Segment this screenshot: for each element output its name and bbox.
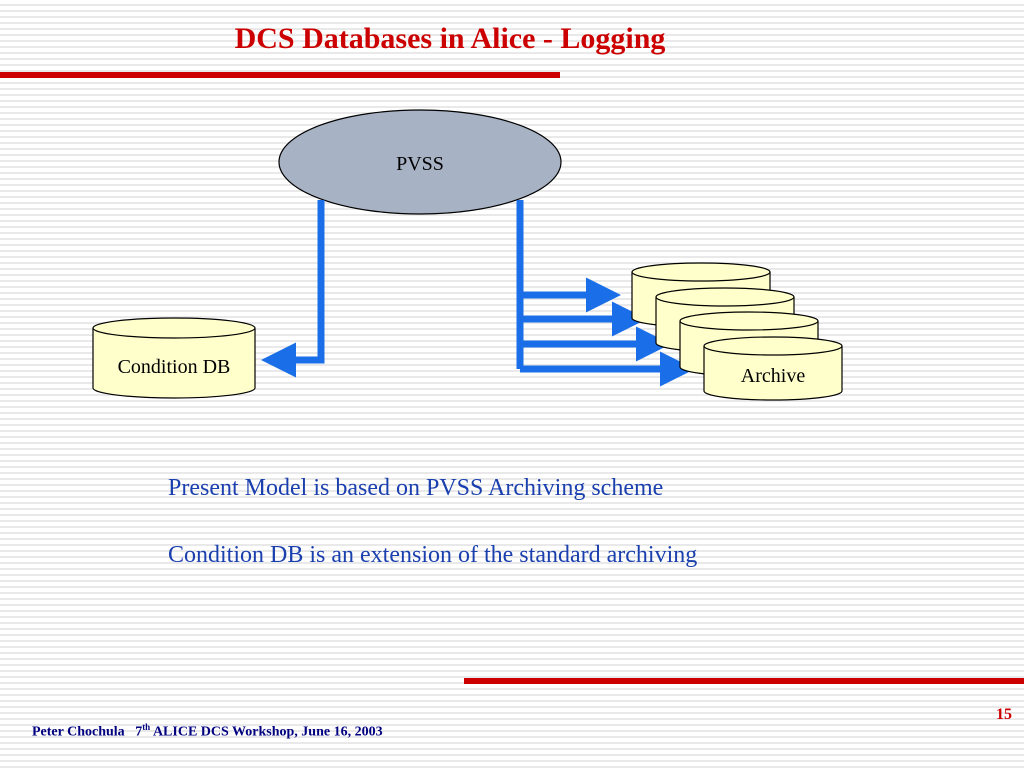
page-number: 15 [996,706,1012,723]
pvss-label: PVSS [396,153,444,175]
top-red-rule [0,72,560,78]
footer: Peter Chochula 7th ALICE DCS Workshop, J… [32,722,383,741]
footer-author: Peter Chochula [32,724,125,740]
condition-db-label: Condition DB [118,356,231,378]
bottom-red-rule [464,678,1024,684]
connector-pvss-to-condition-db [261,200,325,378]
body-line-1: Present Model is based on PVSS Archiving… [168,475,664,501]
footer-event: ALICE DCS Workshop, June 16, 2003 [152,724,383,740]
archive-cylinder-4: Archive [703,336,843,401]
archive-label: Archive [741,365,806,387]
footer-workshop-number: 7 [135,724,143,740]
slide-title: DCS Databases in Alice - Logging [234,22,666,55]
footer-ordinal-suffix: th [142,722,151,732]
condition-db-cylinder: Condition DB [92,317,256,399]
body-line-2: Condition DB is an extension of the stan… [168,542,698,568]
pvss-node: PVSS [278,109,562,215]
